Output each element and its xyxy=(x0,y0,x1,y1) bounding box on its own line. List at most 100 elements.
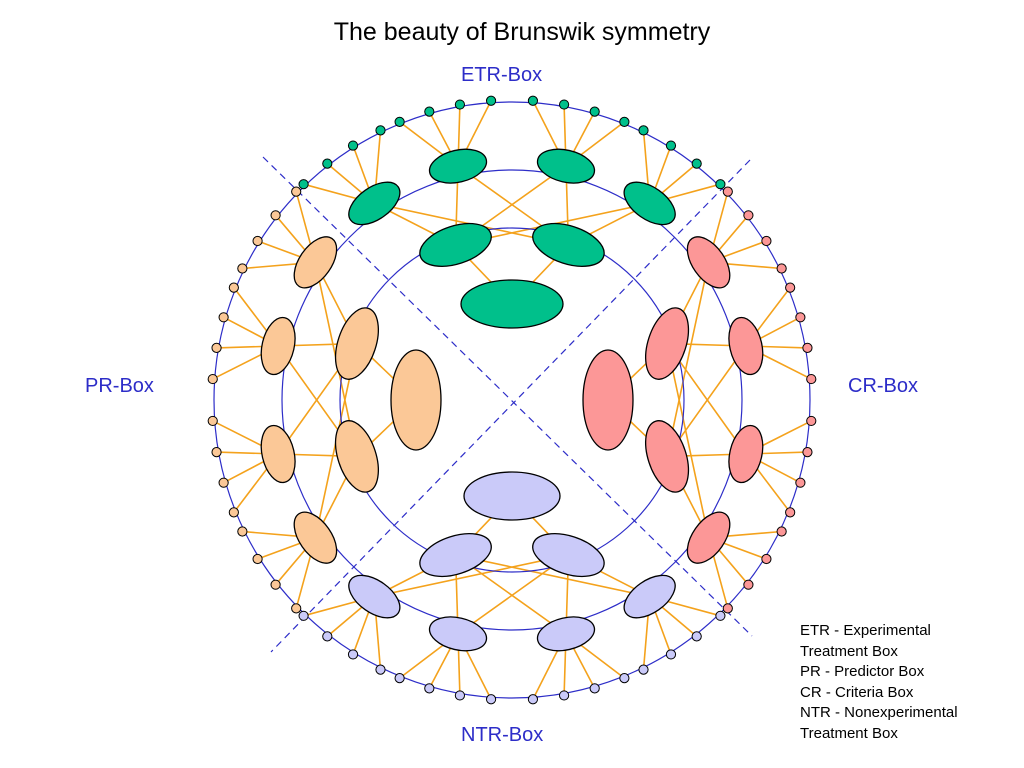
cr-box-label: CR-Box xyxy=(848,375,919,397)
link-line xyxy=(455,554,650,598)
ntr-node-dot xyxy=(394,673,405,684)
cr-inner-ellipse xyxy=(582,349,634,451)
pr-box-label: PR-Box xyxy=(85,375,154,397)
pr-node-dot xyxy=(228,507,239,518)
etr-inner-ellipse xyxy=(460,279,564,329)
ntr-node-dot xyxy=(638,664,649,675)
diagonal-divider xyxy=(270,159,751,653)
legend-line: NTR - Nonexperimental xyxy=(800,704,958,721)
legend-line: CR - Criteria Box xyxy=(800,683,914,701)
pr-node-dot xyxy=(252,553,263,565)
pr-node-dot xyxy=(218,477,229,488)
cr-node-dot xyxy=(761,235,772,247)
cr-node-dot xyxy=(743,579,754,590)
etr-node-dot xyxy=(485,95,497,106)
diagonal-divider xyxy=(262,156,753,637)
pr-outer-ellipse xyxy=(260,424,296,484)
etr-middle-ellipse xyxy=(532,222,605,267)
etr-node-dot xyxy=(619,116,630,127)
cr-outer-ellipse xyxy=(728,424,764,484)
cr-node-dot xyxy=(776,263,787,274)
etr-node-dot xyxy=(715,179,726,190)
etr-node-dot xyxy=(665,140,677,151)
cr-middle-ellipse xyxy=(645,307,690,380)
pr-node-dot xyxy=(291,603,302,614)
cr-node-dot xyxy=(785,282,796,293)
etr-node-dot xyxy=(347,140,359,151)
etr-outer-ellipse xyxy=(623,181,676,226)
ntr-inner-ellipse xyxy=(463,471,561,521)
pr-node-dot xyxy=(211,446,222,458)
legend-line: PR - Predictor Box xyxy=(800,663,925,680)
ntr-box-label: NTR-Box xyxy=(461,724,544,746)
etr-node-dot xyxy=(589,106,600,117)
ntr-outer-ellipse xyxy=(536,616,596,652)
etr-node-dot xyxy=(394,116,405,127)
diagram-title: The beauty of Brunswik symmetry xyxy=(333,18,711,46)
ntr-node-dot xyxy=(454,690,466,701)
cr-node-dot xyxy=(722,603,733,614)
cr-node-dot xyxy=(743,210,754,221)
cr-node-dot xyxy=(802,342,813,354)
cr-node-dot xyxy=(802,446,813,458)
pr-outer-ellipse xyxy=(260,316,296,376)
ntr-middle-ellipse xyxy=(419,533,492,578)
cr-middle-ellipse xyxy=(645,420,690,493)
pr-node-dot xyxy=(218,312,229,323)
etr-node-dot xyxy=(424,106,435,117)
cr-node-dot xyxy=(795,477,806,488)
etr-node-dot xyxy=(691,158,702,169)
inner-ring xyxy=(339,227,685,573)
ntr-node-dot xyxy=(347,649,359,660)
ntr-node-dot xyxy=(691,631,702,642)
ntr-outer-ellipse xyxy=(428,616,488,652)
link-line xyxy=(666,262,710,457)
pr-outer-ellipse xyxy=(293,236,338,289)
cr-outer-ellipse xyxy=(686,511,731,564)
middle-ring xyxy=(281,169,743,631)
pr-node-dot xyxy=(270,210,281,221)
pr-node-dot xyxy=(211,342,222,354)
pr-middle-ellipse xyxy=(334,420,379,493)
link-line xyxy=(666,343,710,538)
cr-node-dot xyxy=(776,526,787,537)
cr-node-dot xyxy=(806,415,817,427)
etr-outer-ellipse xyxy=(428,148,488,184)
links-layer xyxy=(212,100,812,700)
pr-outer-ellipse xyxy=(293,511,338,564)
ntr-outer-ellipse xyxy=(348,574,401,619)
etr-node-dot xyxy=(298,179,309,190)
legend-line: ETR - Experimental xyxy=(800,622,931,639)
ntr-outer-ellipse xyxy=(623,574,676,619)
pr-node-dot xyxy=(228,282,239,293)
pr-node-dot xyxy=(291,186,302,197)
pr-middle-ellipse xyxy=(334,307,379,380)
legend-line: Treatment Box xyxy=(800,724,898,742)
etr-outer-ellipse xyxy=(348,181,401,226)
outer-ring xyxy=(213,101,811,699)
shapes-layer xyxy=(207,95,817,705)
ntr-node-dot xyxy=(715,610,726,621)
cr-node-dot xyxy=(795,312,806,323)
etr-node-dot xyxy=(558,99,570,110)
etr-node-dot xyxy=(322,158,333,169)
legend: ETR - Experimental Treatment Box PR - Pr… xyxy=(800,621,958,744)
pr-node-dot xyxy=(252,235,263,247)
legend-line: Treatment Box xyxy=(800,642,898,660)
cr-outer-ellipse xyxy=(686,236,731,289)
pr-node-dot xyxy=(270,579,281,590)
ntr-node-dot xyxy=(619,673,630,684)
etr-middle-ellipse xyxy=(419,222,492,267)
pr-node-dot xyxy=(237,526,248,537)
ntr-node-dot xyxy=(558,690,570,701)
etr-box-label: ETR-Box xyxy=(461,64,543,86)
ntr-node-dot xyxy=(322,631,333,642)
cr-node-dot xyxy=(761,553,772,565)
link-line xyxy=(374,554,569,598)
ntr-node-dot xyxy=(424,683,435,694)
cr-node-dot xyxy=(722,186,733,197)
pr-node-dot xyxy=(207,373,218,385)
cr-node-dot xyxy=(806,373,817,385)
ntr-node-dot xyxy=(665,649,677,660)
rings-layer xyxy=(213,101,811,699)
